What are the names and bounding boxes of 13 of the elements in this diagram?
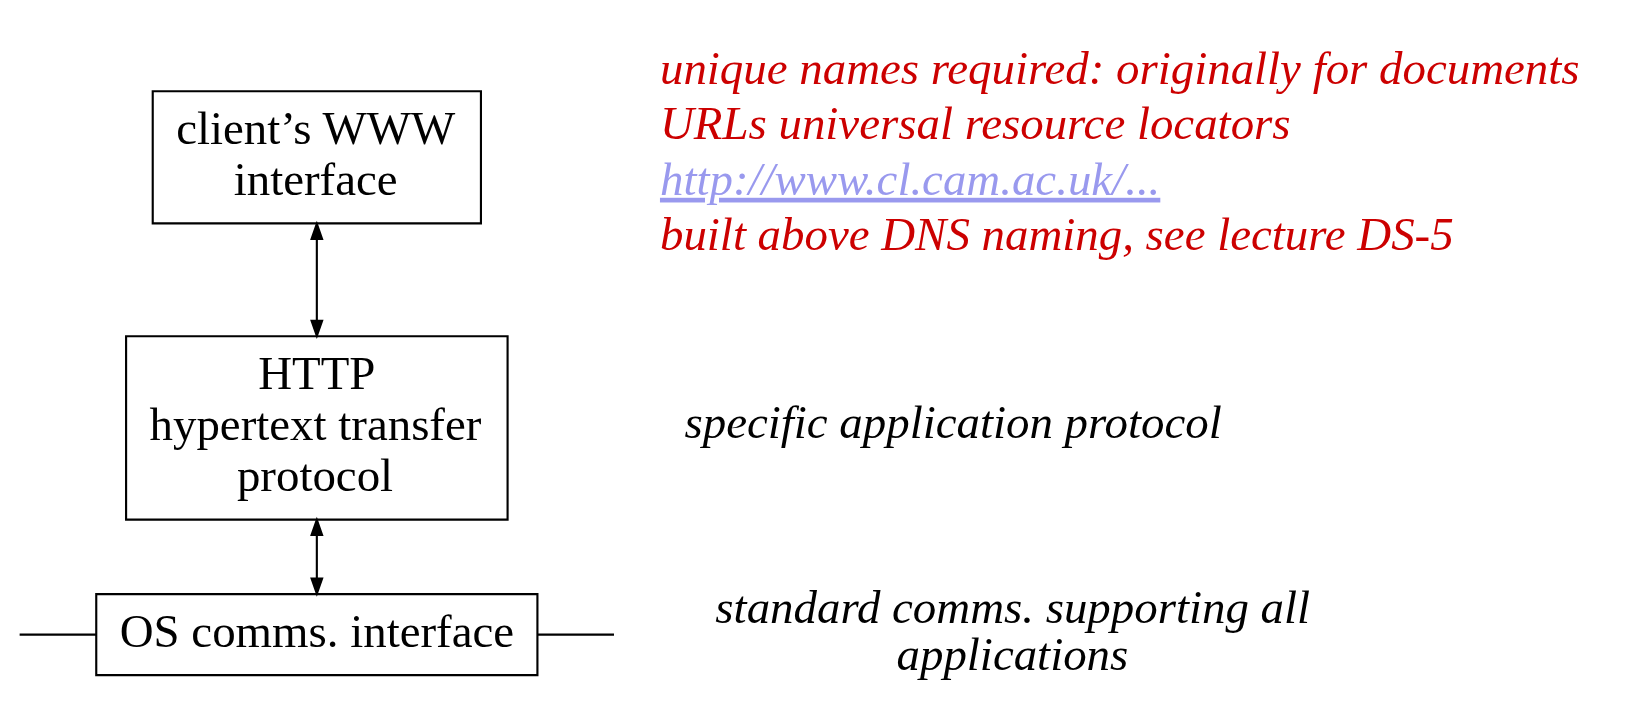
connector [19, 633, 97, 636]
arrow [310, 516, 324, 597]
node-box: OS comms. interface [95, 593, 539, 677]
node-label: standard comms. supporting all applications [715, 581, 1311, 681]
label: built above DNS naming, see lecture DS-5 [659, 208, 1454, 261]
node-box: client’s WWW interface [151, 90, 482, 225]
node-label: specific application protocol [684, 395, 1222, 448]
node-box: HTTP hypertext transfer protocol [125, 335, 509, 521]
arrow [310, 220, 324, 339]
label: URLs universal resource locators [659, 97, 1291, 150]
connector [537, 633, 614, 636]
label: http://www.cl.cam.ac.uk/... [659, 152, 1161, 205]
label: unique names required: originally for documents [659, 41, 1580, 94]
